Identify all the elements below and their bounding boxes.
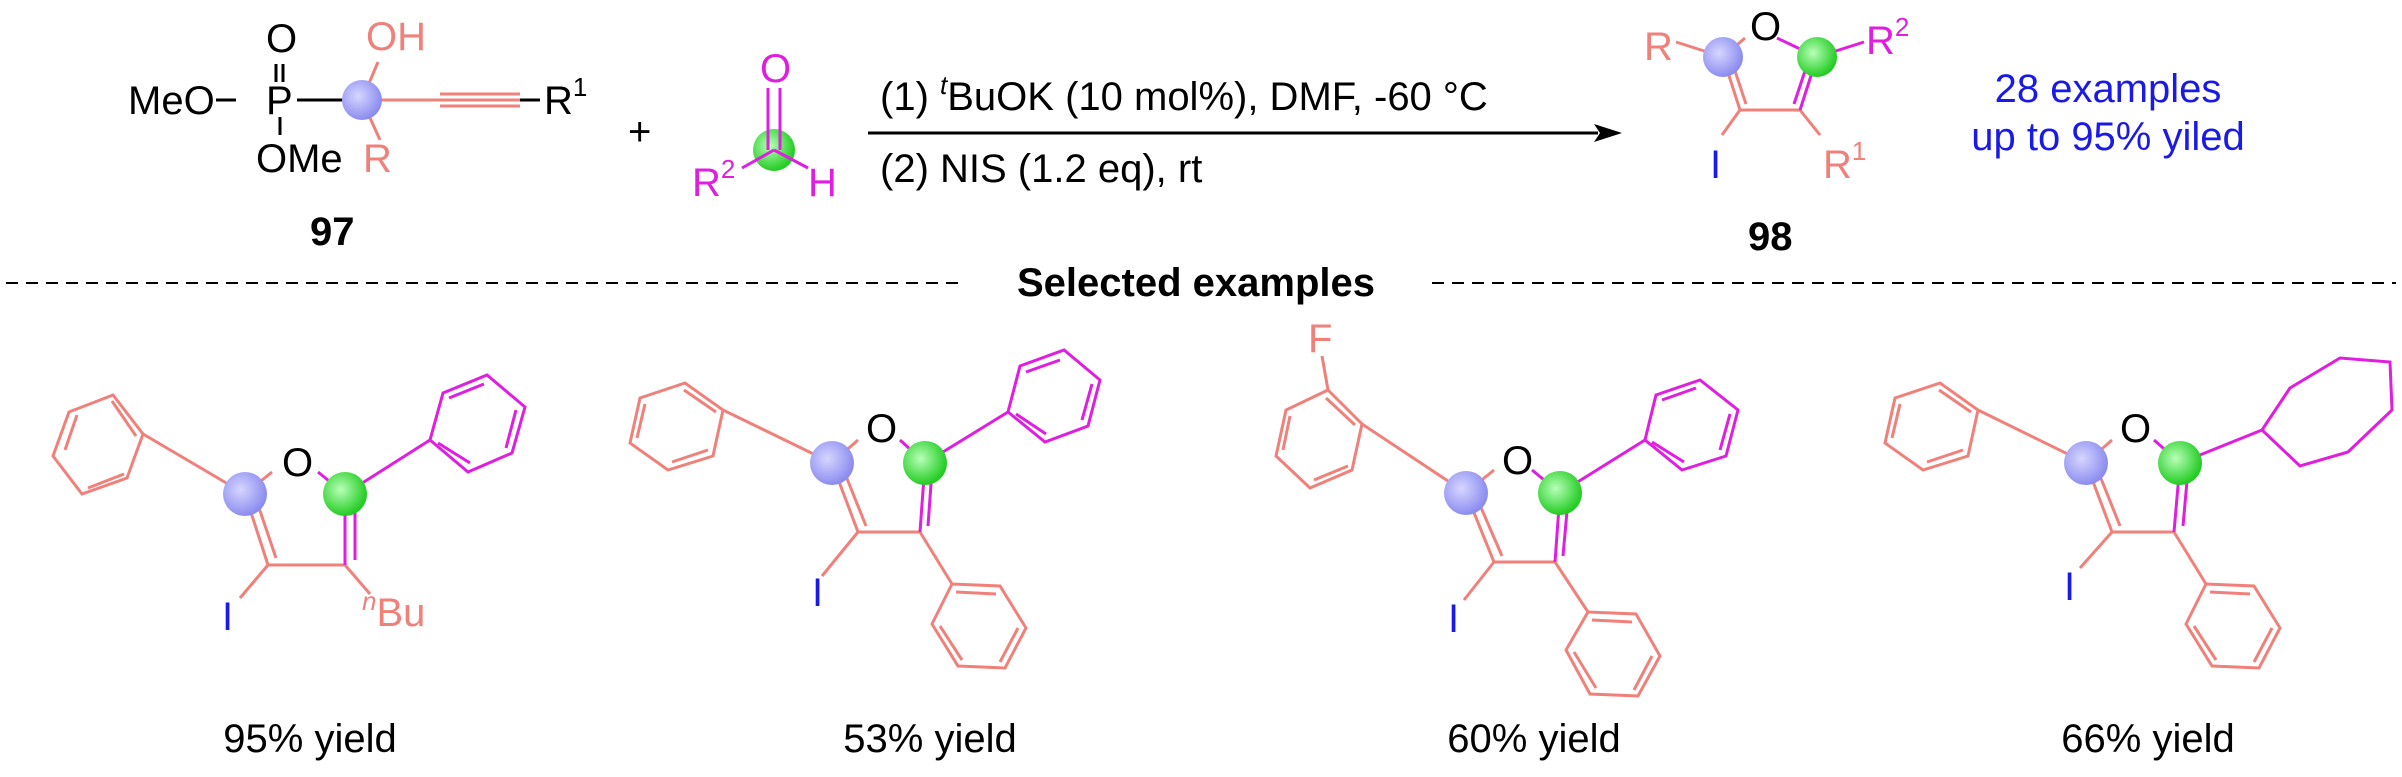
product-iodine-label: I: [1710, 143, 1721, 187]
carbinol-carbon-highlight: [342, 80, 382, 120]
ex2-oxygen-label: O: [866, 407, 897, 451]
ex4-c5-highlight: [2064, 441, 2108, 485]
plus-sign: +: [628, 110, 651, 154]
ex3-oxygen-label: O: [1502, 439, 1533, 483]
reaction-arrow: [868, 124, 1622, 142]
aldehyde: O R2 H: [692, 47, 837, 205]
ex1-iodine-label: I: [222, 595, 233, 639]
example-1: O I nBu 95% yield: [51, 373, 527, 761]
ex2-yield: 53% yield: [843, 717, 1016, 761]
ex2-c2-highlight: [903, 441, 947, 485]
ex4-oxygen-label: O: [2120, 407, 2151, 451]
phosphorus-label: P: [266, 79, 293, 123]
ex1-c2-highlight: [323, 472, 367, 516]
example-4: O I 66% yield: [1883, 356, 2394, 761]
max-yield-note: up to 95% yiled: [1971, 115, 2245, 159]
examples-count: 28 examples: [1995, 67, 2222, 111]
ex1-yield: 95% yield: [223, 717, 396, 761]
compound-97-label: 97: [310, 210, 355, 254]
ex4-yield: 66% yield: [2061, 717, 2234, 761]
ex2-c5-highlight: [810, 441, 854, 485]
product-c2-highlight: [1797, 37, 1837, 77]
ex3-iodine-label: I: [1448, 597, 1459, 641]
ex1-c5-highlight: [223, 472, 267, 516]
compound-98-label: 98: [1748, 215, 1793, 259]
condition-step-1: (1) tBuOK (10 mol%), DMF, -60 °C: [880, 70, 1488, 119]
reactant-97: MeO P O OMe OH R R1 97: [128, 15, 587, 254]
ex4-iodine-label: I: [2064, 565, 2075, 609]
ex3-c2-highlight: [1538, 471, 1582, 515]
aldehyde-r2-label: R2: [692, 154, 735, 205]
hydroxyl-label: OH: [366, 15, 426, 59]
ex1-oxygen-label: O: [282, 441, 313, 485]
product-c5-highlight: [1703, 37, 1743, 77]
condition-step-2: (2) NIS (1.2 eq), rt: [880, 147, 1202, 191]
example-3: F O I 60% yield: [1274, 317, 1740, 761]
product-r1-label: R1: [1823, 136, 1866, 187]
section-title: Selected examples: [1017, 261, 1375, 305]
product-r-label: R: [1644, 25, 1673, 69]
r-substituent-label: R: [363, 137, 392, 181]
meo-label: MeO: [128, 79, 215, 123]
product-r2-label: R2: [1866, 12, 1909, 63]
ex4-c2-highlight: [2158, 441, 2202, 485]
ex1-nbutyl-label: nBu: [362, 586, 425, 635]
r1-label: R1: [544, 72, 587, 123]
ex3-yield: 60% yield: [1447, 717, 1620, 761]
ex3-fluorine-label: F: [1308, 317, 1332, 361]
phosphoryl-oxygen-label: O: [266, 17, 297, 61]
ex3-c5-highlight: [1444, 471, 1488, 515]
carbonyl-oxygen-label: O: [760, 47, 791, 91]
product-98: R O R2 I R1 98: [1644, 5, 1909, 259]
example-2: O I 53% yield: [628, 348, 1102, 761]
ome-label: OMe: [256, 137, 343, 181]
product-ring-oxygen-label: O: [1750, 5, 1781, 49]
aldehyde-h-label: H: [808, 161, 837, 205]
ex2-iodine-label: I: [812, 571, 823, 615]
